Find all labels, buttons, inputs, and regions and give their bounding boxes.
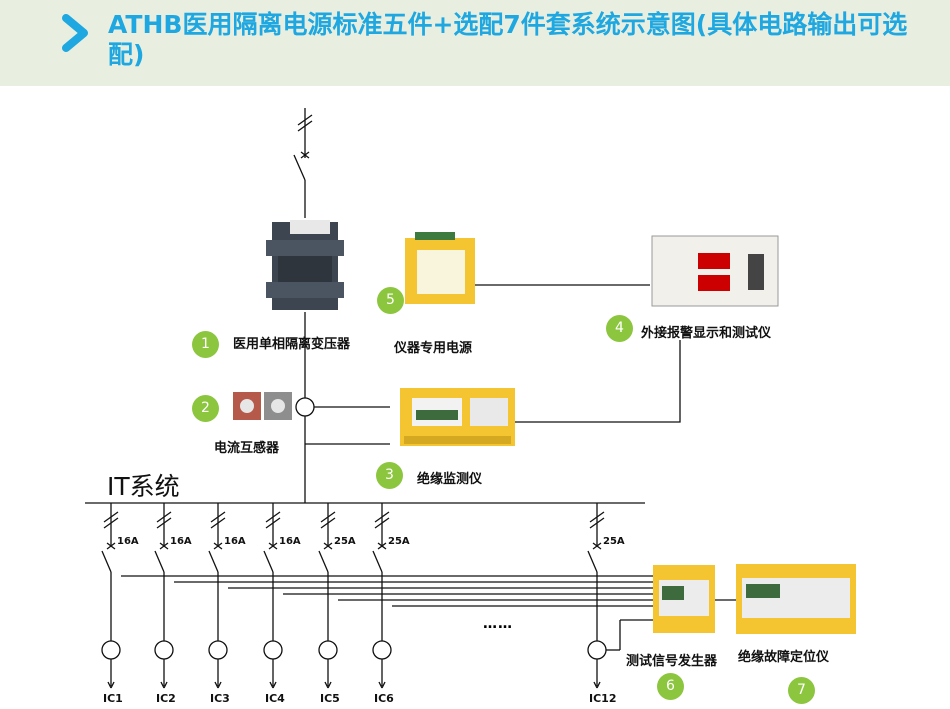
component-label: 外接报警显示和测试仪 (641, 326, 772, 341)
wire (268, 542, 278, 550)
component-label: 测试信号发生器 (626, 654, 718, 669)
wire (381, 681, 386, 689)
test-signal-generator-icon (653, 565, 715, 633)
breaker-rating: 16A (170, 536, 192, 547)
wire (327, 681, 332, 689)
it-system-label: IT系统 (107, 472, 180, 501)
component-number-badge: 6 (657, 673, 684, 700)
component-label: 绝缘故障定位仪 (738, 650, 830, 665)
breaker-rating: 16A (117, 536, 139, 547)
wire (107, 681, 112, 689)
circuit-label: IC12 (589, 692, 617, 705)
wire (154, 550, 165, 573)
wire (210, 517, 226, 529)
circuit-label: IC6 (374, 692, 394, 705)
wire (265, 511, 281, 523)
breaker-rating: 25A (603, 536, 625, 547)
fault-locator-icon (736, 564, 856, 634)
wire (110, 681, 115, 689)
wire (217, 681, 222, 689)
component-number-badge: 4 (606, 315, 633, 342)
wire (587, 550, 598, 573)
wire (156, 517, 172, 529)
breaker-rating: 16A (279, 536, 301, 547)
wire (589, 511, 605, 523)
wire (160, 681, 165, 689)
wire (589, 517, 605, 529)
wire (210, 511, 226, 523)
branch-current-transformer (208, 640, 228, 660)
component-label: 绝缘监测仪 (417, 472, 483, 487)
wire (378, 681, 383, 689)
wire (106, 542, 116, 550)
wire (214, 681, 219, 689)
branch-current-transformer (372, 640, 392, 660)
breaker-rating: 25A (334, 536, 356, 547)
wire (372, 550, 383, 573)
component-number-badge: 7 (788, 677, 815, 704)
circuit-label: IC2 (156, 692, 176, 705)
wire (265, 517, 281, 529)
wire (320, 517, 336, 529)
breaker-rating: 16A (224, 536, 246, 547)
wire (156, 511, 172, 523)
more-circuits-ellipsis: …… (483, 616, 513, 632)
branch-current-transformer (318, 640, 338, 660)
wire (377, 542, 387, 550)
component-label: 医用单相隔离变压器 (233, 337, 351, 352)
branch-current-transformer (263, 640, 283, 660)
branch-current-transformer (587, 640, 607, 660)
wire (596, 681, 601, 689)
insulation-monitor-icon (400, 388, 515, 446)
branch-current-transformer (101, 640, 121, 660)
wire (101, 550, 112, 573)
wire (592, 542, 602, 550)
circuit-label: IC3 (210, 692, 230, 705)
wire (318, 550, 329, 573)
component-number-badge: 3 (376, 462, 403, 489)
wire (163, 681, 168, 689)
circuit-label: IC1 (103, 692, 123, 705)
component-number-badge: 2 (192, 395, 219, 422)
page-title: ATHB医用隔离电源标准五件+选配7件套系统示意图(具体电路输出可选配) (108, 10, 908, 69)
wire (374, 511, 390, 523)
breaker-rating: 25A (388, 536, 410, 547)
wire (103, 511, 119, 523)
power-supply-module-icon (405, 232, 475, 304)
wire (272, 681, 277, 689)
current-transformer-icon (233, 392, 292, 420)
component-number-badge: 1 (192, 331, 219, 358)
circuit-label: IC5 (320, 692, 340, 705)
header-bar: ATHB医用隔离电源标准五件+选配7件套系统示意图(具体电路输出可选配) (0, 0, 950, 86)
wire (374, 517, 390, 529)
chevron-right-icon (62, 14, 88, 52)
wire (263, 550, 274, 573)
wire (324, 681, 329, 689)
wire (159, 542, 169, 550)
alarm-display-panel-icon (651, 235, 779, 307)
component-number-badge: 5 (377, 287, 404, 314)
wire (213, 542, 223, 550)
component-label: 电流互感器 (214, 441, 280, 456)
wire (103, 517, 119, 529)
wire (269, 681, 274, 689)
component-label: 仪器专用电源 (394, 341, 473, 356)
circuit-label: IC4 (265, 692, 285, 705)
wire (593, 681, 598, 689)
transformer-icon (266, 220, 344, 310)
wire (208, 550, 219, 573)
wire (320, 511, 336, 523)
branch-current-transformer (154, 640, 174, 660)
wire (323, 542, 333, 550)
